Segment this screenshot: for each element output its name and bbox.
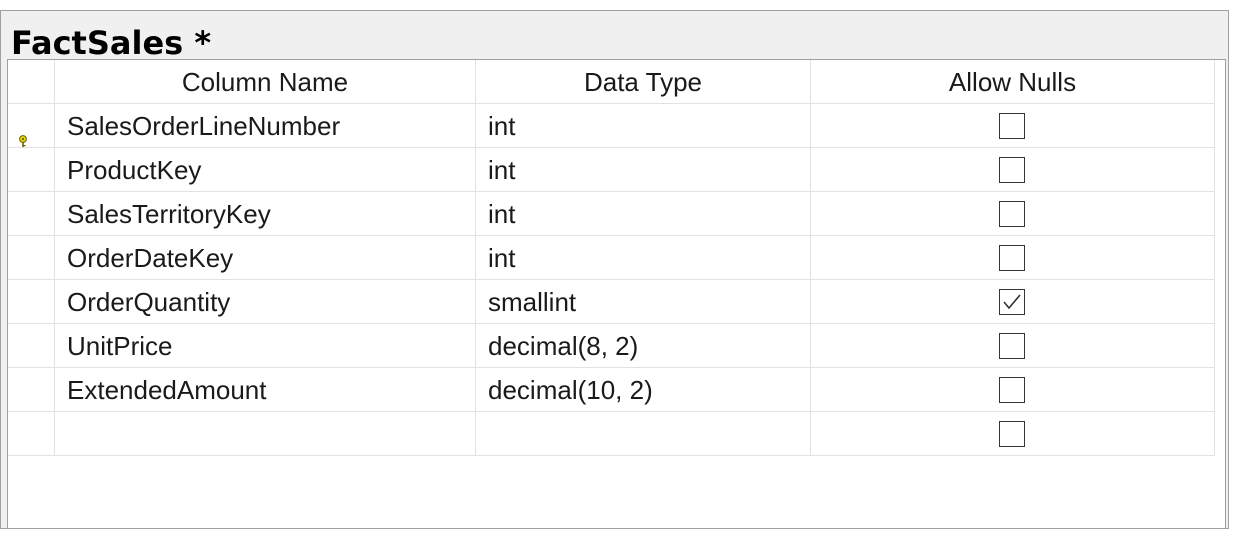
row-selector[interactable] [8, 192, 55, 236]
checkmark-icon [1003, 294, 1021, 310]
table-row[interactable]: SalesOrderLineNumber int [8, 104, 1215, 148]
data-type-cell[interactable]: int [476, 104, 811, 148]
table-row[interactable]: OrderDateKey int [8, 236, 1215, 280]
column-grid: Column Name Data Type Allow Nulls SalesO… [7, 59, 1226, 529]
row-selector[interactable] [8, 104, 55, 148]
column-name-cell[interactable]: ProductKey [55, 148, 476, 192]
grid-header: Column Name Data Type Allow Nulls [8, 60, 1215, 104]
table-row[interactable]: UnitPrice decimal(8, 2) [8, 324, 1215, 368]
row-selector[interactable] [8, 412, 55, 456]
data-type-cell[interactable]: int [476, 192, 811, 236]
row-selector[interactable] [8, 236, 55, 280]
column-name-cell[interactable]: OrderDateKey [55, 236, 476, 280]
allow-nulls-cell [811, 412, 1215, 456]
allow-nulls-cell [811, 104, 1215, 148]
allow-nulls-cell [811, 368, 1215, 412]
data-type-cell[interactable]: decimal(10, 2) [476, 368, 811, 412]
data-type-header[interactable]: Data Type [476, 60, 811, 104]
data-type-cell[interactable]: int [476, 236, 811, 280]
column-name-cell[interactable] [55, 412, 476, 456]
allow-nulls-checkbox[interactable] [999, 289, 1025, 315]
allow-nulls-cell [811, 324, 1215, 368]
row-selector[interactable] [8, 148, 55, 192]
data-type-cell[interactable]: int [476, 148, 811, 192]
allow-nulls-cell [811, 192, 1215, 236]
column-name-cell[interactable]: ExtendedAmount [55, 368, 476, 412]
column-name-cell[interactable]: OrderQuantity [55, 280, 476, 324]
allow-nulls-cell [811, 148, 1215, 192]
allow-nulls-header[interactable]: Allow Nulls [811, 60, 1215, 104]
allow-nulls-checkbox[interactable] [999, 201, 1025, 227]
allow-nulls-checkbox[interactable] [999, 333, 1025, 359]
row-selector[interactable] [8, 280, 55, 324]
allow-nulls-checkbox[interactable] [999, 421, 1025, 447]
column-name-cell[interactable]: UnitPrice [55, 324, 476, 368]
table-row-new[interactable] [8, 412, 1215, 456]
row-selector[interactable] [8, 368, 55, 412]
row-selector[interactable] [8, 324, 55, 368]
column-name-cell[interactable]: SalesTerritoryKey [55, 192, 476, 236]
data-type-cell[interactable]: decimal(8, 2) [476, 324, 811, 368]
allow-nulls-checkbox[interactable] [999, 245, 1025, 271]
table-row[interactable]: OrderQuantity smallint [8, 280, 1215, 324]
table-row[interactable]: ExtendedAmount decimal(10, 2) [8, 368, 1215, 412]
allow-nulls-cell [811, 236, 1215, 280]
table-row[interactable]: ProductKey int [8, 148, 1215, 192]
page-title: FactSales * [11, 24, 212, 62]
allow-nulls-checkbox[interactable] [999, 157, 1025, 183]
allow-nulls-checkbox[interactable] [999, 113, 1025, 139]
column-name-header[interactable]: Column Name [55, 60, 476, 104]
allow-nulls-checkbox[interactable] [999, 377, 1025, 403]
allow-nulls-cell [811, 280, 1215, 324]
key-icon [18, 118, 28, 147]
row-selector-header[interactable] [8, 60, 55, 104]
data-type-cell[interactable] [476, 412, 811, 456]
data-type-cell[interactable]: smallint [476, 280, 811, 324]
table-row[interactable]: SalesTerritoryKey int [8, 192, 1215, 236]
table-designer-window: FactSales * Column Name Data Type Allow … [0, 10, 1229, 529]
column-name-cell[interactable]: SalesOrderLineNumber [55, 104, 476, 148]
